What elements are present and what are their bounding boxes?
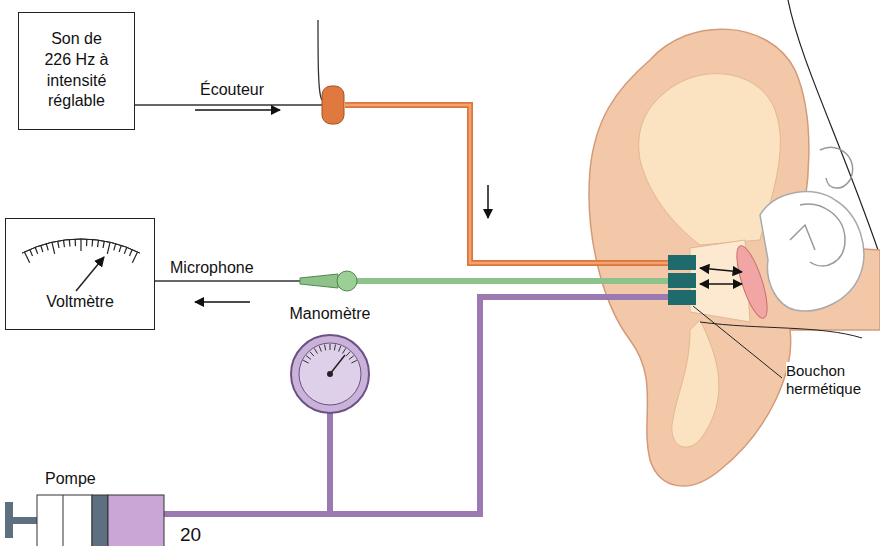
- earphone-tube: [345, 105, 668, 263]
- voltmeter-dial: [6, 219, 153, 299]
- plug-segment: [668, 255, 696, 270]
- earphone: [322, 86, 344, 124]
- microphone-label: Microphone: [170, 258, 280, 277]
- flow-arrow: [195, 109, 280, 111]
- pinna: [589, 29, 880, 486]
- earphone-label: Écouteur: [200, 80, 290, 99]
- page-number: 20: [180, 524, 220, 546]
- node-label: Manomètre: [285, 305, 375, 323]
- flow-arrow: [487, 185, 489, 218]
- microphone-body: [300, 274, 338, 288]
- eardrum: [731, 243, 774, 321]
- pump-body: [5, 490, 165, 546]
- concha: [639, 74, 781, 245]
- flow-arrow: [195, 301, 250, 303]
- microphone-tube: [355, 278, 668, 284]
- ossicles: [790, 204, 845, 266]
- earphone-wire: [135, 104, 322, 105]
- voltmeter-box: Voltmètre: [5, 218, 155, 330]
- node-label: Pompe: [5, 470, 165, 488]
- box-text: Son de 226 Hz à intensité réglable: [37, 29, 116, 112]
- microphone-head: [337, 271, 357, 291]
- lobe-cartilage: [672, 320, 719, 447]
- plug-label: Bouchon hermétique: [786, 362, 876, 398]
- sound-arrow: [700, 283, 742, 285]
- plug-segment: [668, 290, 696, 305]
- manometer: Manomètre: [285, 305, 375, 415]
- middle-ear: [760, 192, 864, 311]
- pressure-tube: [164, 409, 330, 514]
- leader-line: [693, 306, 782, 378]
- node-label: Voltmètre: [12, 293, 148, 311]
- earphone-tube-highlight: [345, 105, 668, 263]
- earphone-cord: [318, 20, 322, 100]
- sound-arrow: [700, 268, 742, 272]
- source-box: Son de 226 Hz à intensité réglable: [18, 12, 135, 130]
- pressure-tube: [330, 297, 668, 514]
- pump: Pompe: [5, 470, 165, 546]
- semicircular-canal: [820, 147, 853, 188]
- canal-floor: [700, 322, 862, 338]
- manometer-dial: [285, 331, 375, 415]
- plug-segment: [668, 273, 696, 288]
- microphone-wire: [155, 280, 300, 281]
